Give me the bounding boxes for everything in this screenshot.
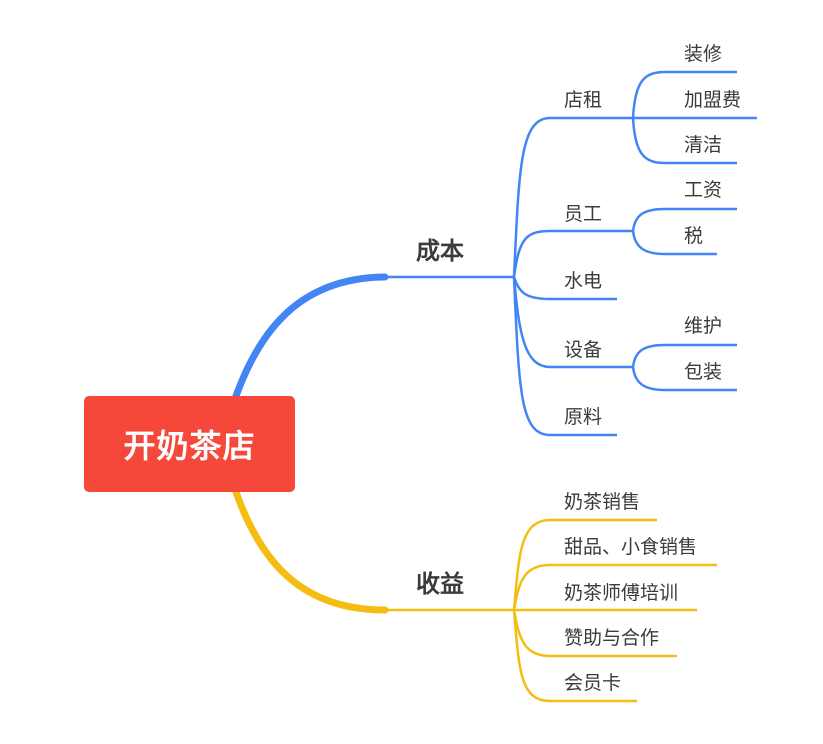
node-equipment[interactable]: 设备: [564, 339, 603, 361]
root-to-cost-connector: [232, 273, 389, 400]
node-utilities[interactable]: 水电: [564, 270, 603, 292]
node-ingredients[interactable]: 原料: [564, 406, 603, 428]
node-dessert-snack-sales[interactable]: 甜品、小食销售: [564, 536, 698, 558]
root-to-income-connector: [232, 488, 389, 614]
cost-children-connectors: [512, 70, 757, 437]
node-milk-tea-sales[interactable]: 奶茶销售: [564, 491, 641, 513]
node-membership-card[interactable]: 会员卡: [564, 672, 622, 694]
income-branch-label[interactable]: 收益: [416, 570, 464, 598]
node-sponsorship[interactable]: 赞助与合作: [564, 627, 660, 649]
cost-branch-label[interactable]: 成本: [416, 237, 464, 265]
node-barista-training[interactable]: 奶茶师傅培训: [564, 582, 679, 604]
node-tax[interactable]: 税: [684, 225, 704, 247]
node-franchise-fee[interactable]: 加盟费: [684, 89, 742, 111]
node-maintenance[interactable]: 维护: [684, 315, 723, 337]
node-renovation[interactable]: 装修: [684, 43, 723, 65]
node-packaging[interactable]: 包装: [684, 361, 723, 383]
root-node[interactable]: 开奶茶店: [84, 396, 295, 492]
income-children-connectors: [512, 518, 717, 703]
node-store-rent[interactable]: 店租: [564, 89, 603, 111]
node-staff[interactable]: 员工: [564, 203, 603, 225]
node-cleaning[interactable]: 清洁: [684, 134, 723, 156]
node-wages[interactable]: 工资: [684, 179, 723, 201]
